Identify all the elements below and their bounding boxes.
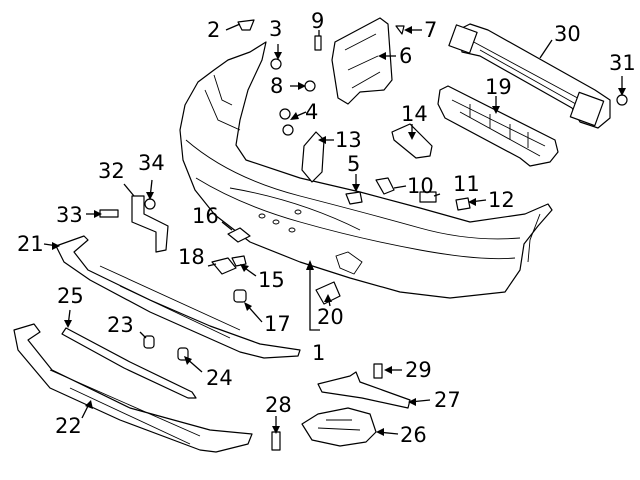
- bolt-29: [373, 363, 383, 379]
- screw-8: [304, 80, 316, 92]
- callout-20: 20: [317, 305, 344, 329]
- callout-28: 28: [265, 393, 292, 417]
- callout-18: 18: [178, 245, 205, 269]
- screw-4b: [282, 124, 294, 136]
- callout-12: 12: [488, 188, 515, 212]
- callout-11: 11: [453, 172, 480, 196]
- support-bracket: [317, 371, 411, 409]
- callout-30: 30: [554, 22, 581, 46]
- callout-34: 34: [138, 151, 165, 175]
- callout-7: 7: [424, 18, 437, 42]
- sensor-10: [375, 177, 395, 195]
- nut-34: [144, 198, 156, 210]
- sensor-11: [419, 191, 437, 203]
- callout-14: 14: [401, 102, 428, 126]
- clip-2: [237, 19, 255, 31]
- leaders: [43, 23, 626, 436]
- callout-13: 13: [335, 128, 362, 152]
- fasteners: [99, 19, 628, 451]
- energy-absorber: [437, 85, 559, 167]
- clip-5: [345, 191, 363, 205]
- callout-16: 16: [192, 204, 219, 228]
- callout-8: 8: [270, 74, 283, 98]
- center-bracket: [391, 123, 433, 159]
- callout-17: 17: [264, 312, 291, 336]
- callout-10: 10: [407, 174, 434, 198]
- callout-5: 5: [347, 152, 360, 176]
- plug-23: [143, 335, 155, 349]
- callout-19: 19: [485, 75, 512, 99]
- nut-3: [270, 58, 282, 70]
- callout-26: 26: [400, 423, 427, 447]
- bolt-33: [99, 209, 119, 218]
- callout-15: 15: [258, 268, 285, 292]
- pad-16: [227, 227, 251, 243]
- callout-27: 27: [434, 388, 461, 412]
- side-bracket: [331, 17, 393, 105]
- outer-bracket: [301, 131, 325, 183]
- callout-4: 4: [305, 100, 318, 124]
- clip-7: [395, 25, 405, 35]
- callout-22: 22: [55, 414, 82, 438]
- callout-23: 23: [107, 313, 134, 337]
- bolt-28: [271, 431, 281, 451]
- screw-4: [279, 108, 291, 120]
- callout-2: 2: [207, 18, 220, 42]
- callout-6: 6: [399, 44, 412, 68]
- clip-15: [231, 255, 247, 267]
- skid-plate: [13, 323, 253, 453]
- callout-1: 1: [312, 341, 325, 365]
- callout-25: 25: [57, 284, 84, 308]
- callout-24: 24: [206, 366, 233, 390]
- callout-9: 9: [311, 9, 324, 33]
- plug-17: [233, 289, 247, 303]
- callout-21: 21: [17, 232, 44, 256]
- nut-31: [616, 94, 628, 106]
- lower-valance: [55, 235, 301, 359]
- bolt-9: [314, 35, 322, 51]
- cap-20: [315, 281, 341, 305]
- bracket-18: [211, 257, 237, 275]
- reinforcement-bar: [448, 23, 611, 129]
- tow-bracket: [301, 407, 377, 447]
- callout-33: 33: [56, 203, 83, 227]
- callout-32: 32: [98, 159, 125, 183]
- molding: [61, 327, 197, 399]
- callout-29: 29: [405, 358, 432, 382]
- callout-31: 31: [609, 51, 636, 75]
- bracket-32: [131, 195, 169, 253]
- bumper-cover: [179, 41, 553, 299]
- callout-3: 3: [269, 17, 282, 41]
- callout-labels: 1 2 3 4 5 6 7 8 9 10 11 12 13 14 15 16 1…: [17, 9, 636, 447]
- clip-12: [455, 197, 471, 211]
